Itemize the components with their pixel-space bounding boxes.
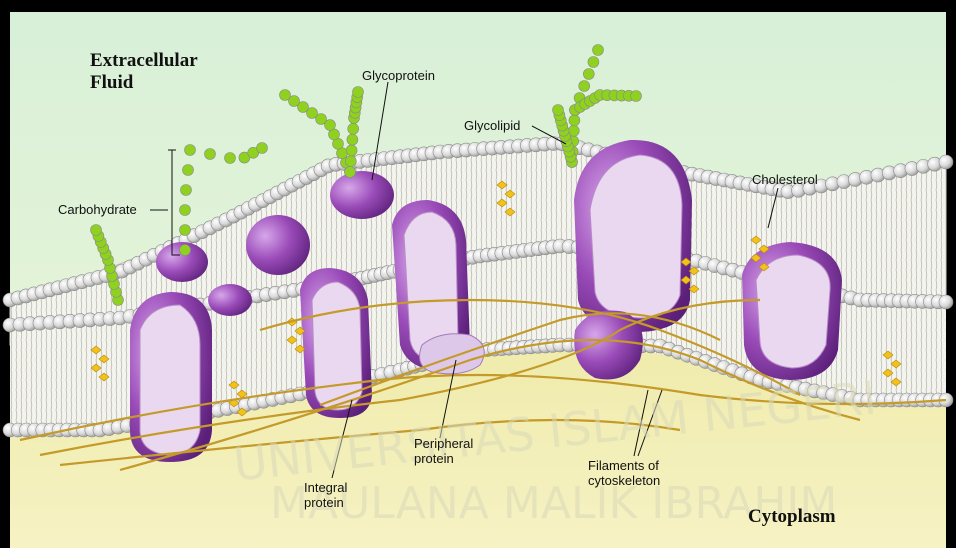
label-carbohydrate: Carbohydrate: [58, 202, 137, 217]
carbohydrate-bead: [346, 145, 357, 156]
carbohydrate-bead: [180, 205, 191, 216]
carbohydrate-bead: [579, 81, 590, 92]
glycoprotein-dome: [330, 171, 394, 219]
label-filaments-of-cytoskeleton: Filaments of cytoskeleton: [588, 458, 660, 488]
label-glycolipid: Glycolipid: [464, 118, 520, 133]
phospholipid-head: [939, 155, 953, 169]
carbohydrate-bead: [225, 153, 236, 164]
carbohydrate-bead: [257, 143, 268, 154]
carbohydrate-bead: [345, 156, 356, 167]
carbohydrate-bead: [345, 167, 356, 178]
carbohydrate-bead: [631, 91, 642, 102]
carbohydrate-bead: [347, 134, 358, 145]
carbohydrate-bead: [593, 45, 604, 56]
carbohydrate-bead: [183, 165, 194, 176]
carbohydrate-bead: [588, 57, 599, 68]
label-integral-protein: Integral protein: [304, 480, 347, 510]
label-cholesterol: Cholesterol: [752, 172, 818, 187]
small-protein-dome: [208, 284, 252, 316]
integral-protein-right: [742, 242, 842, 380]
label-peripheral-protein: Peripheral protein: [414, 436, 473, 466]
carbohydrate-bead: [185, 145, 196, 156]
label-extracellular-fluid: Extracellular Fluid: [90, 50, 198, 94]
label-glycoprotein: Glycoprotein: [362, 68, 435, 83]
carbohydrate-bead: [348, 123, 359, 134]
carbohydrate-bead: [181, 185, 192, 196]
carbohydrate-bead: [353, 87, 364, 98]
carbohydrate-bead: [553, 105, 564, 116]
carbohydrate-bead: [569, 115, 580, 126]
carbohydrate-bead: [205, 149, 216, 160]
carbohydrate-bead: [180, 245, 191, 256]
embedded-protein-dome: [246, 215, 310, 275]
label-cytoplasm: Cytoplasm: [748, 506, 836, 528]
carbohydrate-bead: [180, 225, 191, 236]
integral-protein-middle: [300, 268, 372, 418]
carbohydrate-bead: [280, 90, 291, 101]
phospholipid-head: [939, 295, 953, 309]
carbohydrate-bead: [583, 69, 594, 80]
carbohydrate-bead: [91, 225, 102, 236]
